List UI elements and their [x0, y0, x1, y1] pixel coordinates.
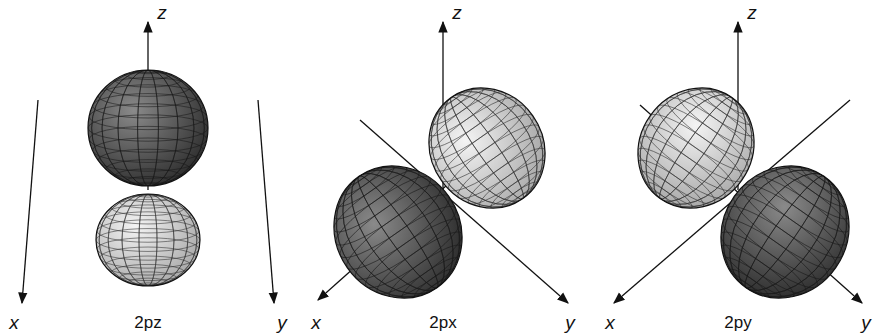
- axis-label: x: [605, 313, 615, 332]
- orbital-lobe: [96, 193, 200, 288]
- axis-label: y: [565, 313, 575, 332]
- axis-label: z: [452, 3, 462, 22]
- axis-label: x: [9, 313, 19, 332]
- axis-label: z: [747, 3, 757, 22]
- orbital-lobes: [88, 64, 876, 324]
- y-axis: [258, 100, 274, 303]
- axis-label: x: [311, 313, 321, 332]
- orbital-caption: 2pz: [134, 314, 161, 331]
- orbital-lobe: [88, 69, 208, 188]
- axis-label: y: [861, 313, 871, 332]
- orbital-lobe: [694, 140, 875, 325]
- orbital-caption: 2px: [429, 314, 456, 331]
- axis-label: y: [277, 313, 287, 332]
- orbital-lobe: [307, 140, 488, 325]
- x-axis: [22, 100, 38, 303]
- axis-label: z: [157, 3, 167, 22]
- orbital-caption: 2py: [724, 314, 751, 331]
